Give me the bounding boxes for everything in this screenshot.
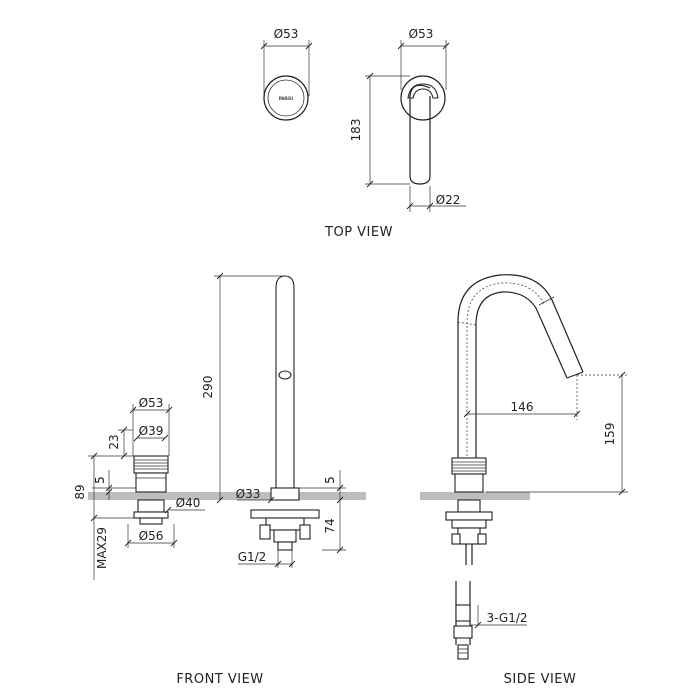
front-view-handle: Ø53 Ø39 23: [73, 396, 205, 580]
dim-handle-base-height: 5: [93, 476, 107, 484]
dim-spout-thread: G1/2: [238, 550, 267, 564]
counter-line: [88, 492, 366, 500]
dim-spout-base-diameter-top: Ø53: [409, 27, 434, 41]
side-view: 146 159 3-G1/2 SIDE VIEW: [420, 274, 628, 687]
front-view: Ø53 Ø39 23: [73, 272, 346, 687]
dim-below-counter: 74: [323, 518, 337, 533]
front-view-spout: 290 Ø33 5 74: [201, 272, 346, 568]
dim-spout-height: 290: [201, 376, 215, 399]
dim-hose-thread: 3-G1/2: [486, 611, 527, 625]
dim-handle-total: 89: [73, 484, 87, 499]
knurled-grip: [134, 459, 168, 470]
dim-spout-base-diameter: Ø33: [236, 487, 261, 501]
dim-handle-diameter-top: Ø53: [274, 27, 299, 41]
dim-handle-body-diameter: Ø39: [139, 424, 164, 438]
side-knurled-grip: [452, 461, 486, 472]
top-view-handle: Ø53 PARISI: [260, 27, 313, 121]
top-view: Ø53 PARISI Ø53 183: [260, 27, 466, 240]
spout-outer-profile: [457, 274, 584, 460]
dim-spout-base-height: 5: [323, 476, 337, 484]
dim-spout-tip-diameter: Ø22: [436, 193, 461, 207]
dim-spout-length-top: 183: [349, 119, 363, 142]
top-view-spout: Ø53 183 Ø22: [349, 27, 466, 212]
front-view-label: FRONT VIEW: [176, 672, 263, 687]
dim-handle-top-diameter: Ø53: [139, 396, 164, 410]
dim-handle-height: 23: [107, 434, 121, 449]
top-view-label: TOP VIEW: [324, 225, 393, 240]
dim-hole-diameter: Ø40: [176, 496, 201, 510]
spout-inner-profile: [475, 291, 568, 460]
dim-max-deck: MAX29: [95, 527, 109, 569]
side-view-label: SIDE VIEW: [504, 672, 577, 687]
dim-flange-diameter: Ø56: [139, 529, 164, 543]
brand-logo: PARISI: [279, 96, 294, 101]
dim-spout-outlet-height: 159: [603, 423, 617, 446]
dim-spout-reach: 146: [511, 400, 534, 414]
